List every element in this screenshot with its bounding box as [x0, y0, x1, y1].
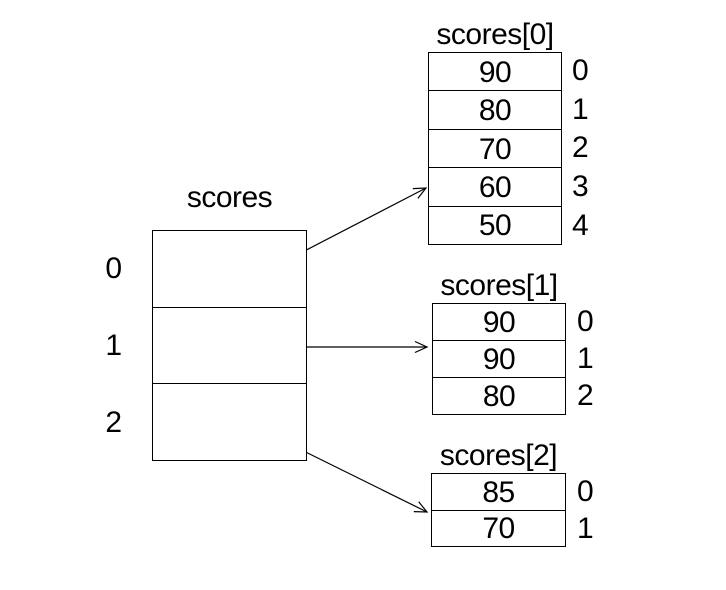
sub-array-0-box: 90 80 70 60 50: [428, 52, 562, 245]
main-array-index-column: 0 1 2: [62, 230, 122, 461]
array-index: 1: [577, 341, 594, 375]
main-array-index: 2: [105, 405, 122, 439]
array-cell: 70: [432, 509, 565, 547]
array-index: 0: [577, 304, 594, 338]
array-cell: 80: [429, 90, 561, 128]
array-cell: 90: [433, 304, 565, 340]
cell-value: 70: [482, 512, 515, 546]
cell-value: 90: [482, 306, 516, 339]
main-array-box: [152, 230, 307, 461]
main-array-title: scores: [186, 181, 273, 214]
array-cell: 60: [429, 167, 561, 205]
array-cell: 70: [429, 128, 561, 167]
sub-array-1-index-column: 0 1 2: [577, 303, 607, 415]
array-cell: 90: [429, 53, 561, 90]
array-cell: 90: [433, 340, 565, 377]
main-array-cell-0: [153, 231, 306, 307]
array-index: 0: [572, 54, 589, 88]
array-cell: 50: [429, 205, 561, 244]
array-index: 3: [572, 170, 589, 204]
cell-value: 80: [482, 380, 516, 413]
sub-array-1-box: 90 90 80: [432, 303, 566, 415]
main-array-cell-2: [153, 383, 306, 460]
cell-value: 85: [482, 475, 515, 509]
array-cell: 85: [432, 474, 565, 510]
array-index: 1: [572, 92, 589, 126]
cell-value: 90: [482, 343, 516, 376]
array-index: 2: [572, 131, 589, 165]
array-index: 1: [577, 511, 594, 545]
sub-array-2-box: 85 70: [431, 473, 566, 547]
array-index: 2: [577, 379, 594, 413]
main-array-index: 0: [105, 251, 122, 285]
cell-value: 50: [478, 209, 512, 243]
cell-value: 70: [478, 132, 512, 166]
main-array-index: 1: [105, 328, 122, 362]
sub-array-0-title: scores[0]: [436, 18, 554, 51]
sub-array-0-index-column: 0 1 2 3 4: [572, 52, 602, 245]
array-index: 0: [577, 474, 594, 508]
main-array-cell-1: [153, 306, 306, 384]
cell-value: 80: [478, 94, 512, 128]
array-index: 4: [572, 208, 589, 242]
sub-array-2-index-column: 0 1: [577, 473, 607, 547]
cell-value: 90: [478, 55, 512, 89]
cell-value: 60: [478, 170, 512, 204]
array-cell: 80: [433, 377, 565, 414]
sub-array-1-title: scores[1]: [440, 269, 558, 302]
sub-array-2-title: scores[2]: [439, 439, 558, 472]
